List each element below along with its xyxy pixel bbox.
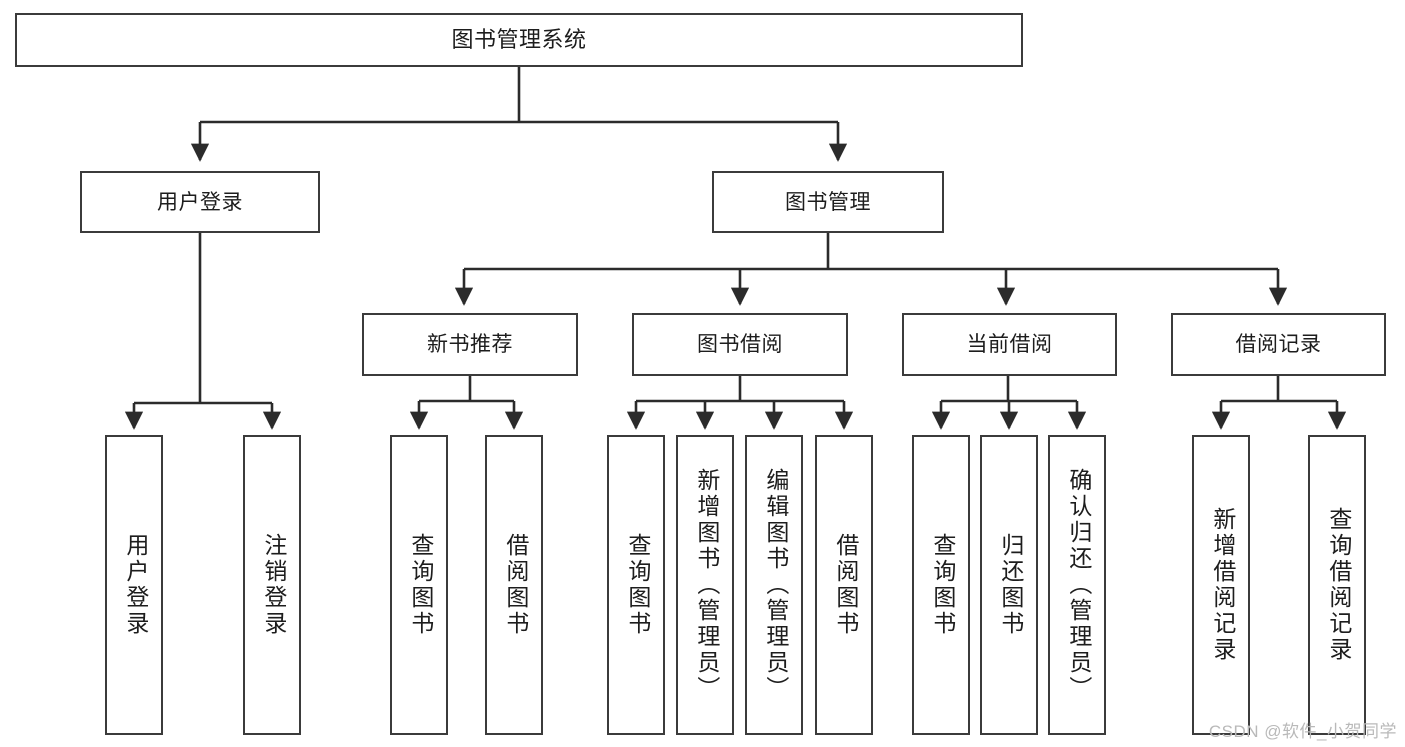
leaf-label: 确认归还（管理员）	[1065, 468, 1092, 702]
leaf-label: 查询图书	[407, 533, 434, 637]
leaf-new-book-query[interactable]: 查询图书	[390, 435, 448, 735]
leaf-current-borrow-confirm-return[interactable]: 确认归还（管理员）	[1048, 435, 1106, 735]
leaf-book-borrow-borrow[interactable]: 借阅图书	[815, 435, 873, 735]
node-label: 用户登录	[157, 190, 243, 214]
leaf-label: 新增借阅记录	[1209, 507, 1236, 663]
leaf-user-login-login[interactable]: 用户登录	[105, 435, 163, 735]
leaf-label: 编辑图书（管理员）	[762, 468, 789, 702]
leaf-label: 注销登录	[260, 533, 287, 637]
node-book-borrow[interactable]: 图书借阅	[632, 313, 848, 376]
leaf-label: 用户登录	[122, 533, 149, 637]
leaf-label: 查询图书	[624, 533, 651, 637]
node-label: 图书借阅	[697, 333, 783, 356]
leaf-label: 借阅图书	[832, 533, 859, 637]
node-label: 当前借阅	[966, 333, 1053, 356]
leaf-borrow-record-add[interactable]: 新增借阅记录	[1192, 435, 1250, 735]
leaf-label: 新增图书（管理员）	[693, 468, 720, 702]
node-book-management[interactable]: 图书管理	[712, 171, 944, 233]
node-borrow-record[interactable]: 借阅记录	[1171, 313, 1386, 376]
leaf-label: 借阅图书	[502, 533, 529, 637]
node-current-borrow[interactable]: 当前借阅	[902, 313, 1117, 376]
node-label: 图书管理	[785, 190, 871, 214]
node-new-book-recommend[interactable]: 新书推荐	[362, 313, 578, 376]
node-root-book-management-system[interactable]: 图书管理系统	[15, 13, 1023, 67]
leaf-borrow-record-query[interactable]: 查询借阅记录	[1308, 435, 1366, 735]
leaf-current-borrow-query[interactable]: 查询图书	[912, 435, 970, 735]
node-user-login[interactable]: 用户登录	[80, 171, 320, 233]
leaf-user-login-logout[interactable]: 注销登录	[243, 435, 301, 735]
leaf-book-borrow-add[interactable]: 新增图书（管理员）	[676, 435, 734, 735]
leaf-label: 查询图书	[929, 533, 956, 637]
leaf-book-borrow-query[interactable]: 查询图书	[607, 435, 665, 735]
leaf-label: 查询借阅记录	[1325, 507, 1352, 663]
node-label: 借阅记录	[1235, 333, 1322, 356]
leaf-book-borrow-edit[interactable]: 编辑图书（管理员）	[745, 435, 803, 735]
leaf-label: 归还图书	[997, 533, 1024, 637]
leaf-new-book-borrow[interactable]: 借阅图书	[485, 435, 543, 735]
node-label: 图书管理系统	[451, 27, 587, 52]
leaf-current-borrow-return[interactable]: 归还图书	[980, 435, 1038, 735]
node-label: 新书推荐	[427, 333, 513, 356]
csdn-watermark: CSDN @软件_小贺同学	[1208, 722, 1397, 741]
